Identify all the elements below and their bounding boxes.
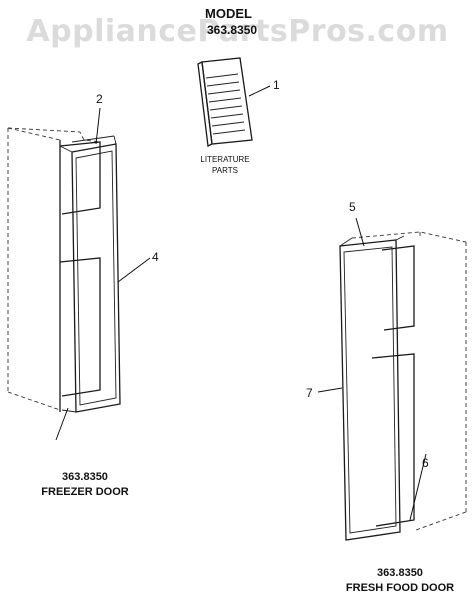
leader-6 [409, 453, 427, 521]
model-title: MODEL [205, 6, 252, 21]
freezer-door-gasket[interactable] [59, 143, 121, 413]
freezer-door-name: FREEZER DOOR [41, 486, 129, 498]
fresh-food-door-caption: 363.8350 FRESH FOOD DOOR [330, 566, 470, 596]
leader-freezer-bottom [55, 407, 69, 441]
freezer-door-model-number: 363.8350 [62, 471, 108, 483]
literature-caption-line2: PARTS [212, 166, 238, 175]
fresh-food-door-model-number: 363.8350 [377, 567, 423, 579]
fresh-food-door-name: FRESH FOOD DOOR [345, 582, 455, 594]
callout-6[interactable]: 6 [422, 456, 429, 470]
freezer-door-liner[interactable] [71, 135, 117, 145]
leader-4 [117, 257, 151, 283]
literature-booklet[interactable] [197, 57, 253, 147]
literature-caption-line1: LITERATURE [200, 155, 250, 164]
leader-1 [248, 85, 271, 97]
callout-7[interactable]: 7 [306, 386, 313, 400]
leader-5 [355, 217, 365, 247]
callout-4[interactable]: 4 [152, 250, 159, 264]
model-number: 363.8350 [207, 23, 258, 37]
leader-7 [317, 387, 343, 393]
leader-2 [95, 107, 101, 145]
callout-2[interactable]: 2 [96, 92, 103, 106]
callout-5[interactable]: 5 [349, 200, 356, 214]
callout-1[interactable]: 1 [273, 78, 280, 92]
fresh-food-door[interactable] [351, 231, 467, 531]
fresh-food-door-gasket[interactable] [339, 235, 405, 541]
freezer-door-caption: 363.8350 FREEZER DOOR [20, 470, 150, 500]
freezer-door[interactable] [7, 127, 101, 412]
literature-caption: LITERATURE PARTS [196, 154, 254, 176]
